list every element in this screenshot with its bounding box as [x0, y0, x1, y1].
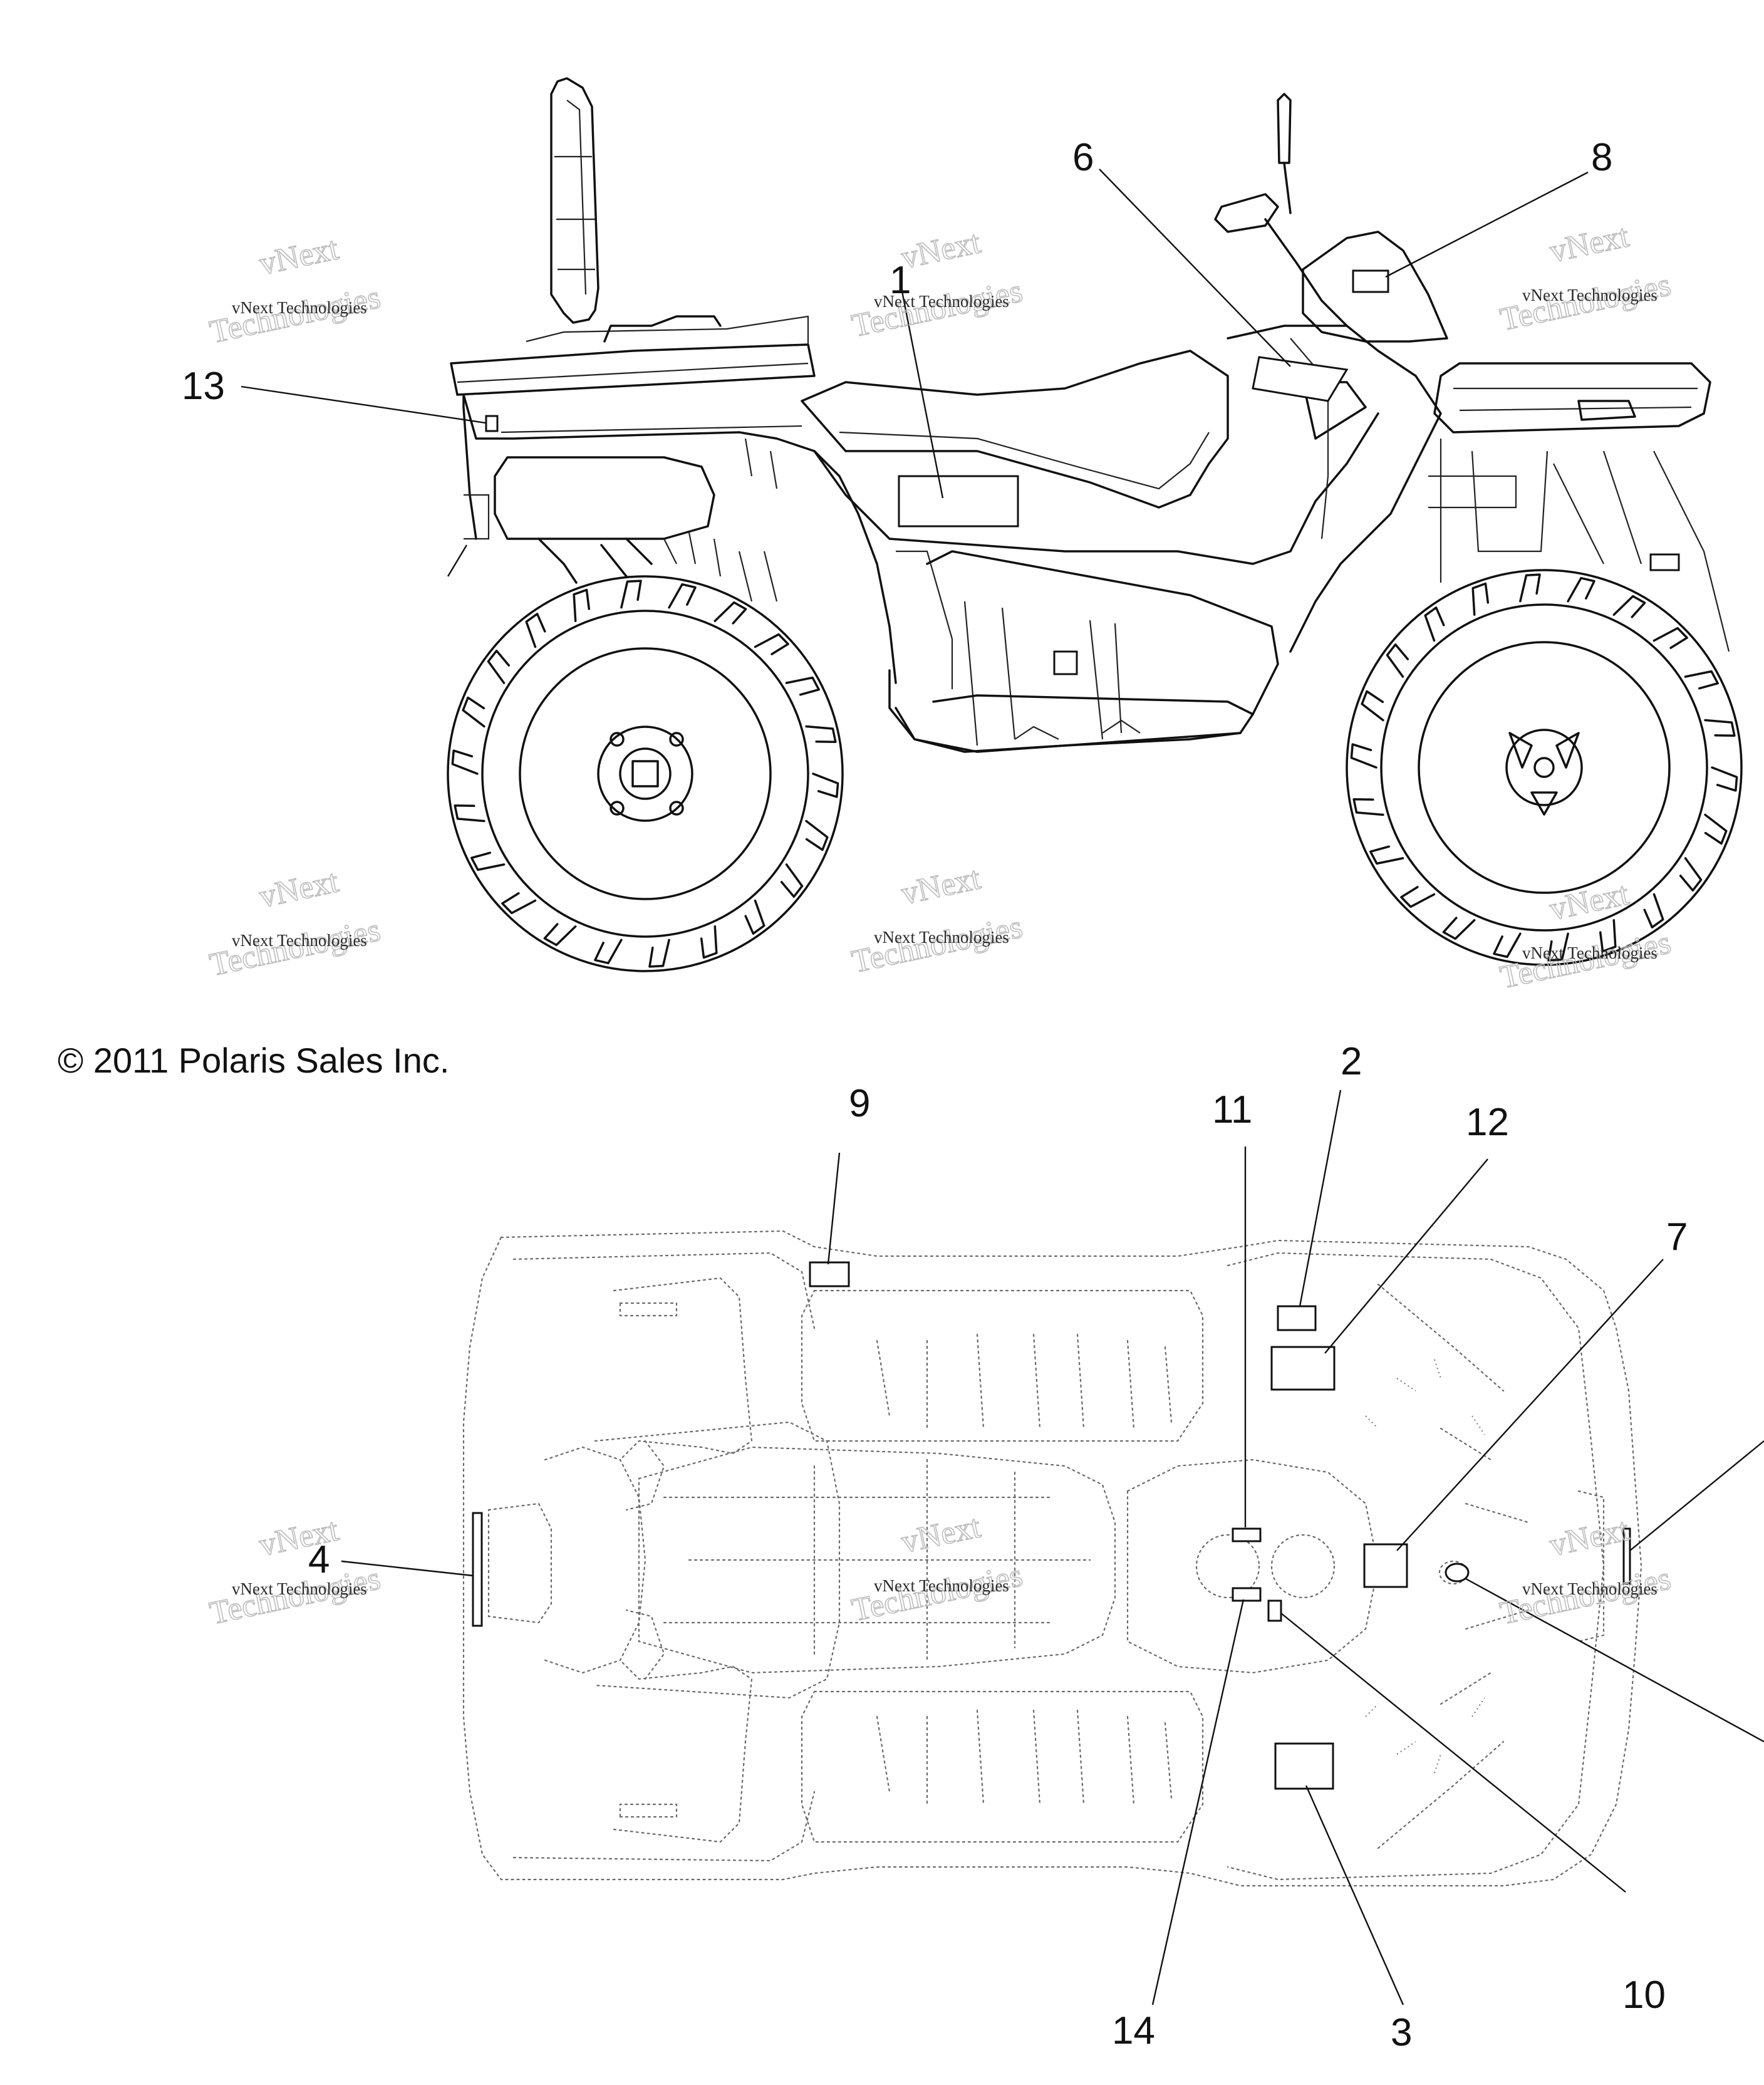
watermark: vNext Technologies vNext Technologies	[206, 863, 384, 984]
leader-lines	[241, 169, 1764, 2005]
callout-12: 12	[1466, 1101, 1509, 1144]
svg-text:vNext Technologies: vNext Technologies	[232, 1579, 367, 1598]
decal-2	[1277, 1305, 1317, 1331]
svg-text:vNext: vNext	[1547, 876, 1632, 927]
decal-13	[485, 415, 499, 432]
callout-1: 1	[890, 259, 911, 302]
svg-text:vNext Technologies: vNext Technologies	[1522, 944, 1658, 962]
decal-10	[1267, 1599, 1282, 1622]
svg-text:vNext Technologies: vNext Technologies	[232, 931, 367, 950]
watermark: vNext Technologies vNext Technologies	[206, 1511, 384, 1632]
watermark: vNext Technologies vNext Technologies	[848, 1508, 1026, 1629]
watermark: vNext Technologies vNext Technologies	[1497, 217, 1674, 338]
callout-10: 10	[1622, 1973, 1666, 2017]
callout-14: 14	[1112, 2009, 1155, 2052]
decal-3	[1274, 1742, 1334, 1790]
svg-text:vNext: vNext	[256, 863, 342, 915]
decal-15	[1445, 1562, 1470, 1583]
svg-text:vNext: vNext	[1547, 1512, 1632, 1563]
svg-text:vNext: vNext	[1547, 218, 1632, 269]
svg-text:vNext Technologies: vNext Technologies	[1522, 1579, 1658, 1598]
callout-7: 7	[1666, 1215, 1688, 1259]
callout-6: 6	[1072, 136, 1094, 179]
callout-4: 4	[308, 1538, 329, 1581]
decal-1	[898, 475, 1019, 528]
top-view-atv	[462, 1230, 1642, 1887]
watermark: vNext Technologies vNext Technologies	[1497, 1511, 1674, 1632]
callout-3: 3	[1391, 2011, 1412, 2054]
callout-8: 8	[1591, 136, 1612, 179]
decal-12	[1270, 1346, 1336, 1391]
callout-9: 9	[849, 1082, 870, 1125]
watermark: vNext Technologies vNext Technologies	[848, 860, 1026, 980]
side-view-atv	[447, 77, 1743, 972]
svg-text:vNext: vNext	[898, 224, 984, 276]
svg-text:vNext Technologies: vNext Technologies	[874, 292, 1009, 311]
decal-8	[1352, 269, 1389, 293]
watermark: vNext Technologies vNext Technologies	[206, 230, 384, 351]
decal-6	[1252, 356, 1349, 402]
decal-11	[1232, 1527, 1262, 1542]
svg-text:vNext Technologies: vNext Technologies	[874, 1576, 1009, 1595]
decal-7	[1363, 1543, 1408, 1588]
copyright-text: © 2011 Polaris Sales Inc.	[58, 1041, 449, 1080]
callout-11: 11	[1212, 1088, 1252, 1131]
callout-13: 13	[182, 365, 225, 408]
callout-labels: 1 6 8 13 2 3 4 7 9 10 11 12 14	[182, 136, 1688, 2054]
decal-5	[1622, 1527, 1631, 1585]
watermarks: vNext Technologies vNext Technologies vN…	[206, 217, 1674, 1632]
svg-text:vNext Technologies: vNext Technologies	[1522, 286, 1658, 304]
callout-2: 2	[1341, 1040, 1362, 1083]
svg-text:vNext: vNext	[898, 1509, 984, 1560]
decal-9	[809, 1261, 850, 1287]
decal-14	[1232, 1587, 1262, 1602]
svg-text:vNext Technologies: vNext Technologies	[874, 928, 1009, 947]
watermark: vNext Technologies vNext Technologies	[848, 224, 1026, 345]
rear-wheel	[447, 575, 844, 972]
svg-text:vNext Technologies: vNext Technologies	[232, 298, 367, 317]
decal-4	[472, 1512, 483, 1627]
svg-text:vNext: vNext	[898, 860, 984, 912]
front-wheel	[1346, 569, 1743, 966]
svg-text:vNext: vNext	[256, 231, 342, 282]
